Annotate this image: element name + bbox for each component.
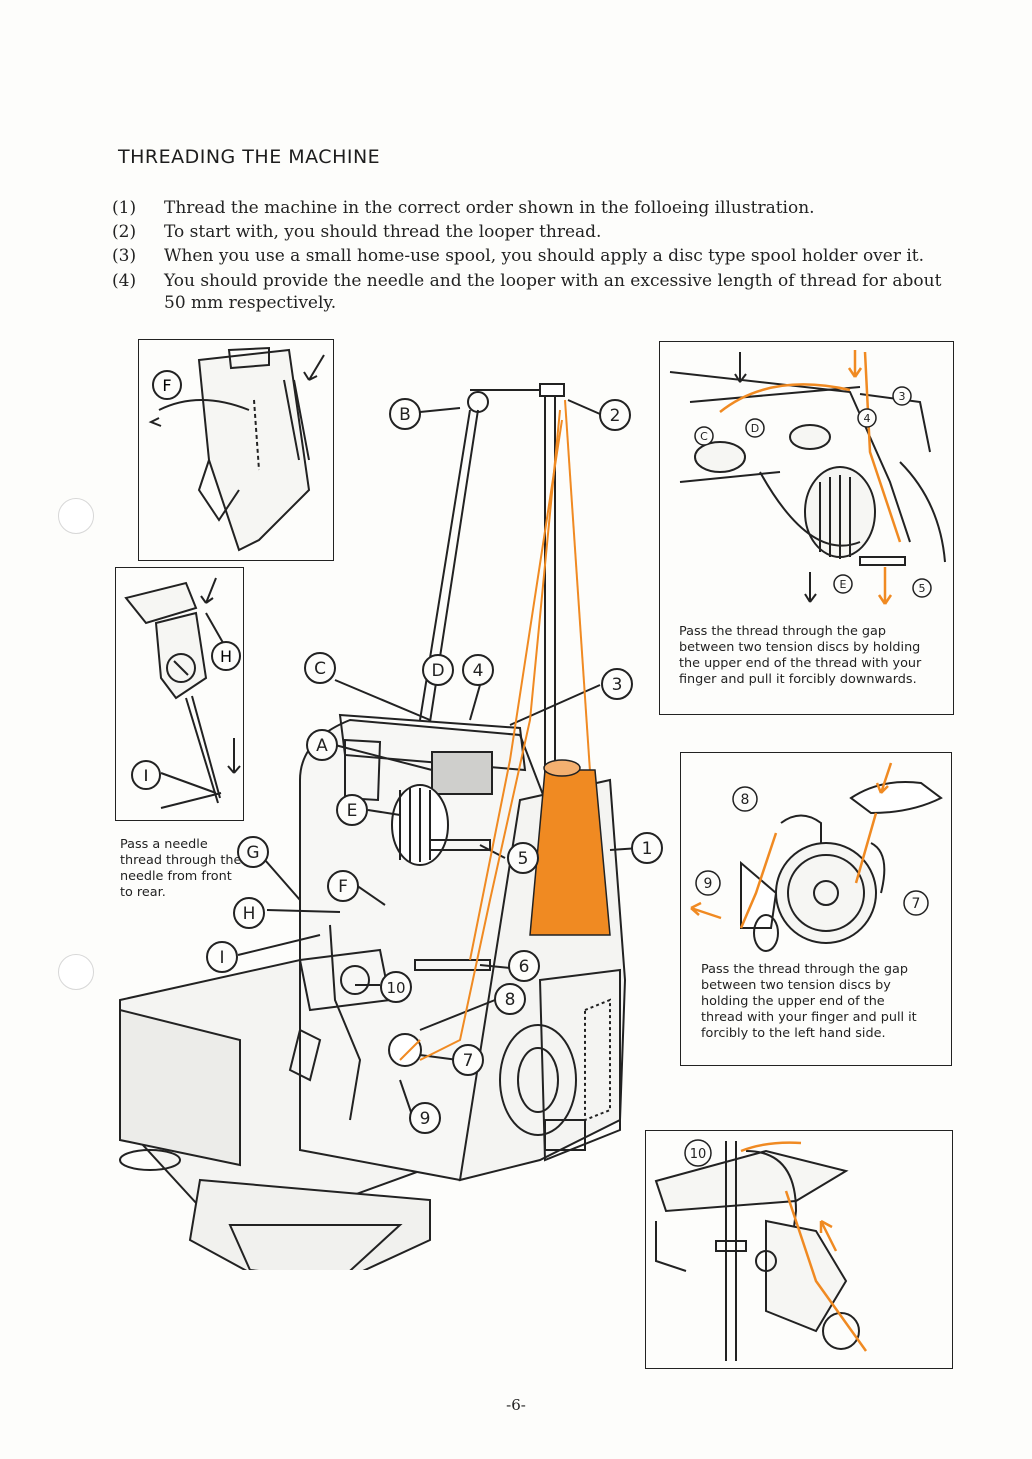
label-5: 5 bbox=[518, 849, 529, 869]
label-i: I bbox=[219, 948, 224, 968]
step-number: (3) bbox=[112, 246, 137, 266]
label-h: H bbox=[243, 904, 256, 924]
box-label-i: I bbox=[144, 766, 149, 785]
box-label-f: F bbox=[162, 376, 171, 395]
label-d: D bbox=[431, 661, 444, 681]
label-9: 9 bbox=[420, 1109, 431, 1129]
step-number: (4) bbox=[112, 271, 137, 291]
detail-box-tension-top: C D 3 4 E 5 Pass the thread through the … bbox=[659, 341, 954, 715]
step-text: To start with, you should thread the loo… bbox=[164, 222, 602, 242]
tension-top-illustration: C D 3 4 E 5 bbox=[669, 350, 946, 605]
box-label-5: 5 bbox=[919, 582, 926, 595]
step-text: You should provide the needle and the lo… bbox=[164, 271, 942, 313]
caption-tension-top: Pass the thread through the gap between … bbox=[679, 624, 922, 687]
thread-spool bbox=[529, 769, 611, 936]
step-number: (2) bbox=[112, 222, 137, 242]
box-label-h: H bbox=[220, 647, 232, 666]
looper-illustration: 10 bbox=[654, 1139, 868, 1361]
page-number: -6- bbox=[506, 1396, 526, 1414]
label-1: 1 bbox=[642, 839, 653, 859]
detail-box-needle: H I bbox=[115, 567, 244, 821]
step-text: When you use a small home-use spool, you… bbox=[164, 246, 925, 266]
serger-machine-illustration: B 2 C D 4 3 A E 1 5 G F H 6 I 10 8 7 9 bbox=[119, 383, 663, 1270]
punch-hole bbox=[58, 498, 94, 534]
step-number: (1) bbox=[112, 198, 137, 218]
punch-hole bbox=[58, 954, 94, 990]
label-4: 4 bbox=[473, 661, 484, 681]
detail-box-tension-dial: 8 9 7 Pass the thread through the gap be… bbox=[680, 752, 952, 1066]
caption-needle: Pass a needle thread through the needle … bbox=[120, 837, 242, 900]
box-label-8: 8 bbox=[741, 792, 750, 808]
box-label-7: 7 bbox=[912, 896, 921, 912]
label-c: C bbox=[314, 659, 326, 679]
page-title: THREADING THE MACHINE bbox=[118, 146, 381, 168]
detail-box-looper: 10 bbox=[645, 1130, 953, 1369]
needle-illustration: H I bbox=[124, 577, 241, 809]
label-e: E bbox=[347, 801, 358, 821]
label-2: 2 bbox=[610, 406, 621, 426]
box-label-10: 10 bbox=[690, 1147, 707, 1162]
label-a: A bbox=[316, 736, 328, 756]
detail-box-presser-foot: F bbox=[138, 339, 334, 561]
presser-foot-illustration: F bbox=[148, 346, 325, 552]
caption-tension-mid: Pass the thread through the gap between … bbox=[701, 962, 917, 1041]
box-label-d: D bbox=[751, 422, 759, 435]
tension-dial-illustration: 8 9 7 bbox=[690, 762, 943, 952]
box-label-9: 9 bbox=[704, 876, 713, 892]
label-3: 3 bbox=[612, 675, 623, 695]
label-b: B bbox=[399, 405, 411, 425]
box-label-e: E bbox=[840, 578, 847, 591]
box-label-3: 3 bbox=[899, 390, 906, 403]
label-10: 10 bbox=[386, 979, 405, 997]
label-6: 6 bbox=[519, 957, 530, 977]
label-8: 8 bbox=[505, 990, 516, 1010]
step-text: Thread the machine in the correct order … bbox=[164, 198, 815, 218]
box-label-c: C bbox=[700, 430, 708, 443]
label-f: F bbox=[338, 877, 348, 897]
label-g: G bbox=[246, 843, 259, 863]
box-label-4: 4 bbox=[864, 412, 871, 425]
label-7: 7 bbox=[463, 1051, 474, 1071]
